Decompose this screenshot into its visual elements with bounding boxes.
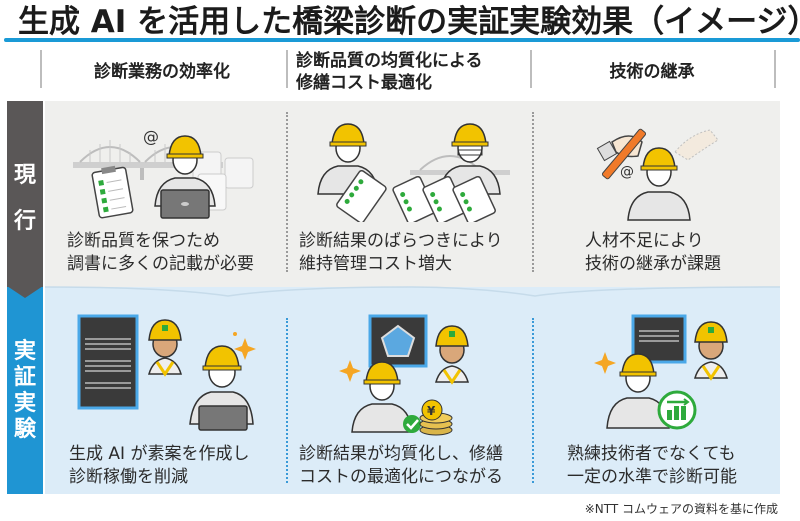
clipboard-icon: [336, 169, 387, 222]
clipboard-icon: [91, 165, 134, 219]
radar-chart-display-icon: [368, 314, 428, 368]
column-header-label: 診断品質の均質化による: [296, 51, 483, 71]
cell-divider: [532, 112, 534, 272]
caption-line: 診断品質を保つため: [67, 231, 220, 251]
column-header-efficiency: 診断業務の効率化: [42, 48, 282, 96]
row-label-char: 現: [13, 163, 36, 188]
column-divider: [286, 50, 288, 88]
page-title: 生成 AI を活用した橋梁診断の実証実験効果（イメージ）: [18, 4, 800, 40]
current-caption-quality: 診断結果のばらつきにより 維持管理コスト増大: [299, 230, 503, 276]
ai-radar-chart-with-worker-and-coins-icon: ¥: [339, 314, 469, 436]
caption-line: 診断結果が均質化し、修繕: [299, 444, 503, 464]
column-header-label: 技術の継承: [609, 62, 695, 82]
expert-avatar-icon: [435, 325, 469, 385]
title-underline: [4, 38, 800, 42]
caption-line: 人材不足により: [585, 231, 704, 251]
svg-text:@: @: [620, 164, 634, 180]
fading-hand-icon: [674, 129, 719, 161]
clipboard-stack-icon: [392, 175, 496, 222]
worker-icon: @: [620, 147, 691, 221]
ai-document-icon: [77, 314, 139, 410]
worker-icon: [189, 345, 254, 431]
cell-divider: [286, 112, 288, 272]
source-footnote: ※NTT コムウェアの資料を基に作成: [584, 502, 778, 516]
current-caption-knowledge: 人材不足により 技術の継承が課題: [585, 230, 721, 276]
row-label-arrow: [7, 286, 43, 298]
row-label-char: 証: [13, 364, 36, 390]
ai-document-with-worker-growth-chart-icon: [594, 314, 728, 430]
row-divider-wave: [45, 286, 780, 302]
row-label-trial: 実 証 実 験: [7, 287, 43, 494]
row-label-char: 行: [13, 209, 36, 234]
worker-icon: @: [143, 127, 216, 219]
trial-caption-knowledge: 熟練技術者でなくても 一定の水準で診断可能: [567, 443, 737, 489]
sparkle-icon: [339, 360, 361, 382]
caption-line: 熟練技術者でなくても: [567, 444, 736, 464]
expert-avatar-icon: [148, 319, 182, 377]
column-divider: [40, 50, 42, 88]
column-header-knowledge-transfer: 技術の継承: [532, 48, 772, 96]
hand-with-baton-icon: [596, 128, 647, 180]
row-label-char: 実: [13, 338, 36, 364]
current-caption-efficiency: 診断品質を保つため 調書に多くの記載が必要: [67, 230, 254, 276]
cell-divider: [532, 318, 534, 483]
caption-line: 維持管理コスト増大: [299, 254, 452, 274]
caption-line: 生成 AI が素案を作成し: [69, 444, 250, 464]
sparkle-icon: [594, 352, 616, 374]
row-label-current: 現 行: [7, 101, 43, 297]
worker-with-many-checklists-icon: [317, 123, 510, 222]
trial-caption-quality: 診断結果が均質化し、修繕 コストの最適化につながる: [299, 443, 503, 489]
caption-line: 技術の継承が課題: [585, 254, 721, 274]
svg-text:@: @: [143, 127, 159, 146]
column-divider: [530, 50, 532, 88]
row-label-char: 験: [13, 416, 36, 442]
trial-caption-efficiency: 生成 AI が素案を作成し 診断稼働を削減: [69, 443, 249, 489]
caption-line: 診断稼働を削減: [69, 467, 188, 487]
svg-text:¥: ¥: [427, 404, 436, 418]
sparkle-icon: [233, 332, 256, 360]
yen-coins-icon: ¥: [419, 399, 453, 436]
worker-icon: [351, 361, 413, 433]
growth-chart-badge-icon: [657, 390, 697, 430]
caption-line: 調書に多くの記載が必要: [67, 254, 254, 274]
column-divider: [774, 50, 776, 88]
worker-icon: [606, 353, 670, 429]
ai-document-with-expert-and-worker-icon: [77, 314, 256, 431]
column-header-label: 修繕コスト最適化: [296, 73, 432, 93]
worker-skill-handover-gap-icon: @: [596, 128, 719, 221]
column-header-label: 診断業務の効率化: [94, 62, 230, 82]
worker-with-laptop-bridge-paperwork-icon: @: [73, 127, 254, 219]
caption-line: コストの最適化につながる: [299, 467, 503, 487]
row-label-char: 実: [13, 390, 36, 416]
expert-avatar-icon: [694, 321, 728, 381]
cell-divider: [286, 318, 288, 483]
check-badge-icon: [403, 415, 421, 433]
column-header-quality: 診断品質の均質化による 修繕コスト最適化: [288, 48, 528, 96]
caption-line: 一定の水準で診断可能: [567, 467, 737, 487]
caption-line: 診断結果のばらつきにより: [299, 231, 503, 251]
